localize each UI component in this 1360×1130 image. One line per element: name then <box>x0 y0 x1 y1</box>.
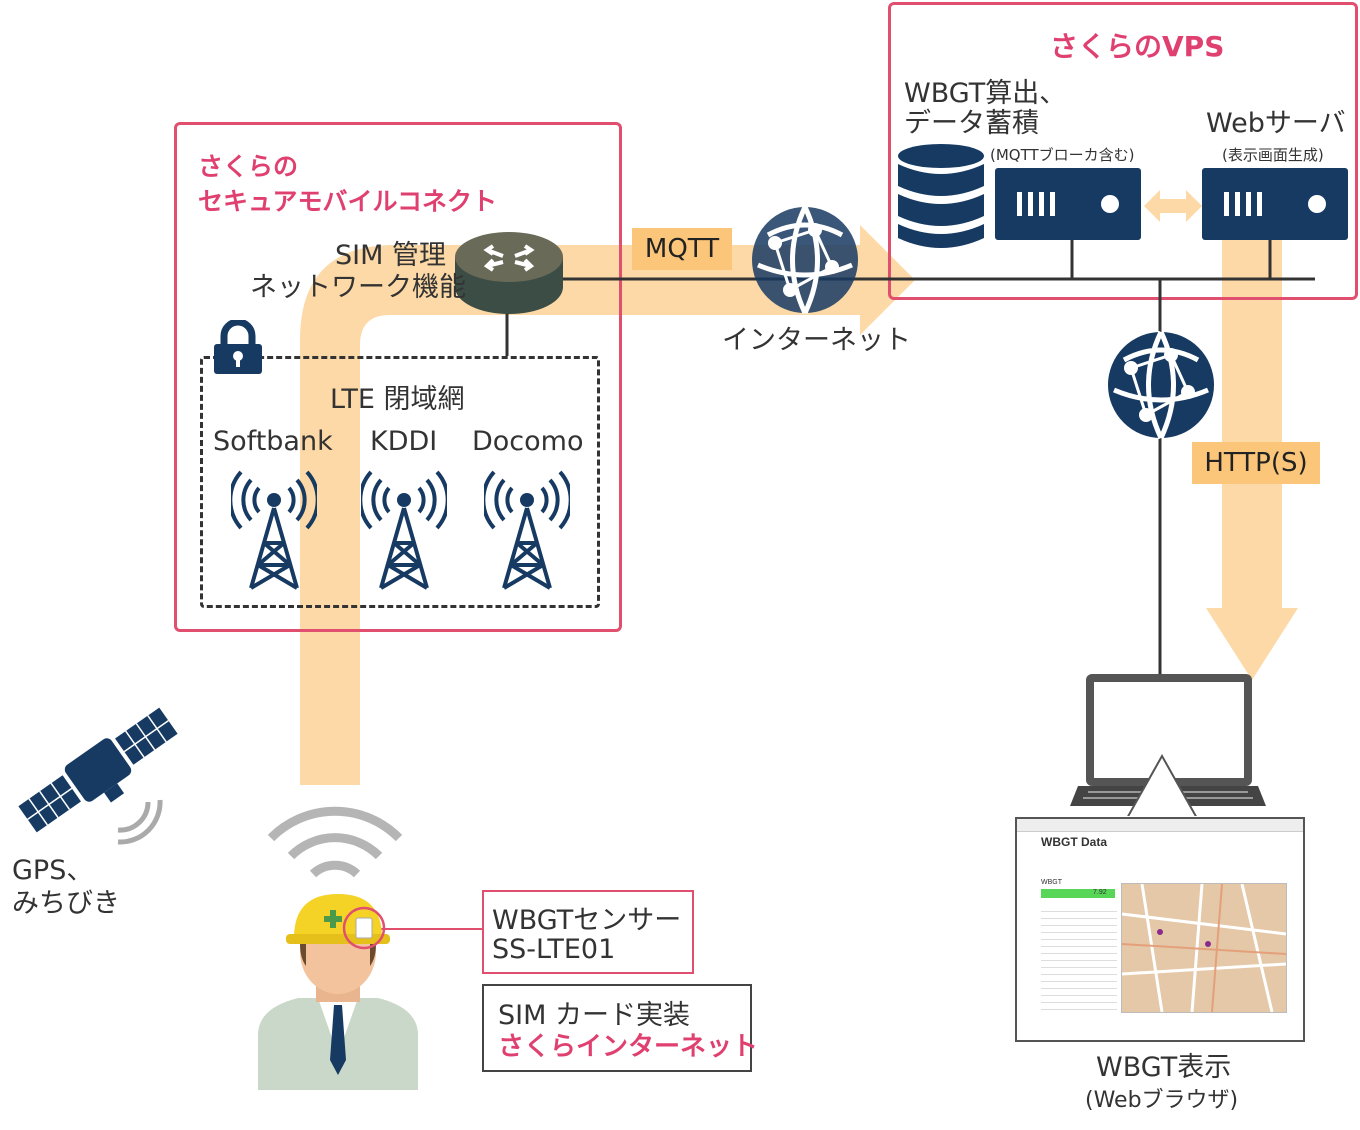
secure-mobile-box <box>174 122 622 632</box>
tower-icon-docomo <box>484 470 570 590</box>
browser-wbgt-value: 7.92 <box>1093 889 1107 896</box>
vps-title: さくらのVPS <box>1050 30 1225 63</box>
web-server-sub: (表示画面生成) <box>1222 146 1324 164</box>
satellite-icon <box>18 707 178 845</box>
browser-toolbar <box>1017 819 1303 832</box>
server-icon-web <box>1202 168 1348 240</box>
browser-conditions-list <box>1041 905 1117 1015</box>
sensor-label-box <box>482 890 694 974</box>
wbgt-calc-line2: データ蓄積 <box>904 108 1039 139</box>
tower-icon-kddi <box>361 470 447 590</box>
browser-page-title: WBGT Data <box>1041 835 1107 849</box>
database-icon <box>898 144 984 248</box>
router-icon <box>455 232 563 314</box>
sim-card-line2: さくらインターネット <box>498 1032 759 1062</box>
server-icon-mqtt <box>995 168 1141 240</box>
sensor-label-line2: SS-LTE01 <box>492 934 616 965</box>
carrier-label-softbank: Softbank <box>213 426 333 457</box>
http-label: HTTP(S) <box>1192 442 1320 484</box>
lock-icon <box>214 320 262 374</box>
wbgt-calc-line1: WBGT算出、 <box>904 78 1067 109</box>
worker-avatar <box>258 894 418 1090</box>
secure-title-line1: さくらの <box>198 152 299 181</box>
carrier-label-docomo: Docomo <box>472 426 584 457</box>
web-server-title: Webサーバ <box>1206 108 1346 139</box>
display-label-line2: (Webブラウザ) <box>1085 1088 1239 1113</box>
tower-icon-softbank <box>231 470 317 590</box>
lte-closed-network-box <box>200 356 600 608</box>
wbgt-calc-sub: (MQTTブローカ含む) <box>990 146 1135 164</box>
display-label-line1: WBGT表示 <box>1096 1052 1232 1083</box>
mqtt-label: MQTT <box>632 228 732 270</box>
browser-wbgt-label: WBGT <box>1041 879 1062 886</box>
sim-card-box <box>482 984 752 1072</box>
globe-icon-internet <box>752 205 858 315</box>
carrier-label-kddi: KDDI <box>370 426 438 457</box>
sim-card-line1: SIM カード実装 <box>498 1000 690 1031</box>
map-roads <box>1121 883 1287 1013</box>
vps-box <box>888 2 1358 300</box>
internet-label: インターネット <box>722 325 911 356</box>
sensor-label-line1: WBGTセンサー <box>492 905 682 936</box>
sim-mgmt-label-line1: SIM 管理 <box>335 240 446 271</box>
gps-label-line1: GPS、 <box>12 855 94 886</box>
secure-title-line2: セキュアモバイルコネクト <box>198 187 498 216</box>
laptop-icon <box>1070 674 1266 806</box>
map-view <box>1121 883 1287 1013</box>
wbgt-value-bar <box>1041 889 1115 898</box>
wifi-icon <box>267 806 403 878</box>
gps-label-line2: みちびき <box>12 888 120 919</box>
sim-mgmt-label-line2: ネットワーク機能 <box>250 272 466 303</box>
callout-pointer <box>1124 753 1200 822</box>
lte-title: LTE 閉域網 <box>330 384 465 415</box>
globe-icon-client <box>1108 330 1214 440</box>
bidirectional-arrow-icon <box>1144 190 1202 222</box>
browser-screenshot: WBGT Data WBGT 7.92 <box>1015 817 1305 1042</box>
